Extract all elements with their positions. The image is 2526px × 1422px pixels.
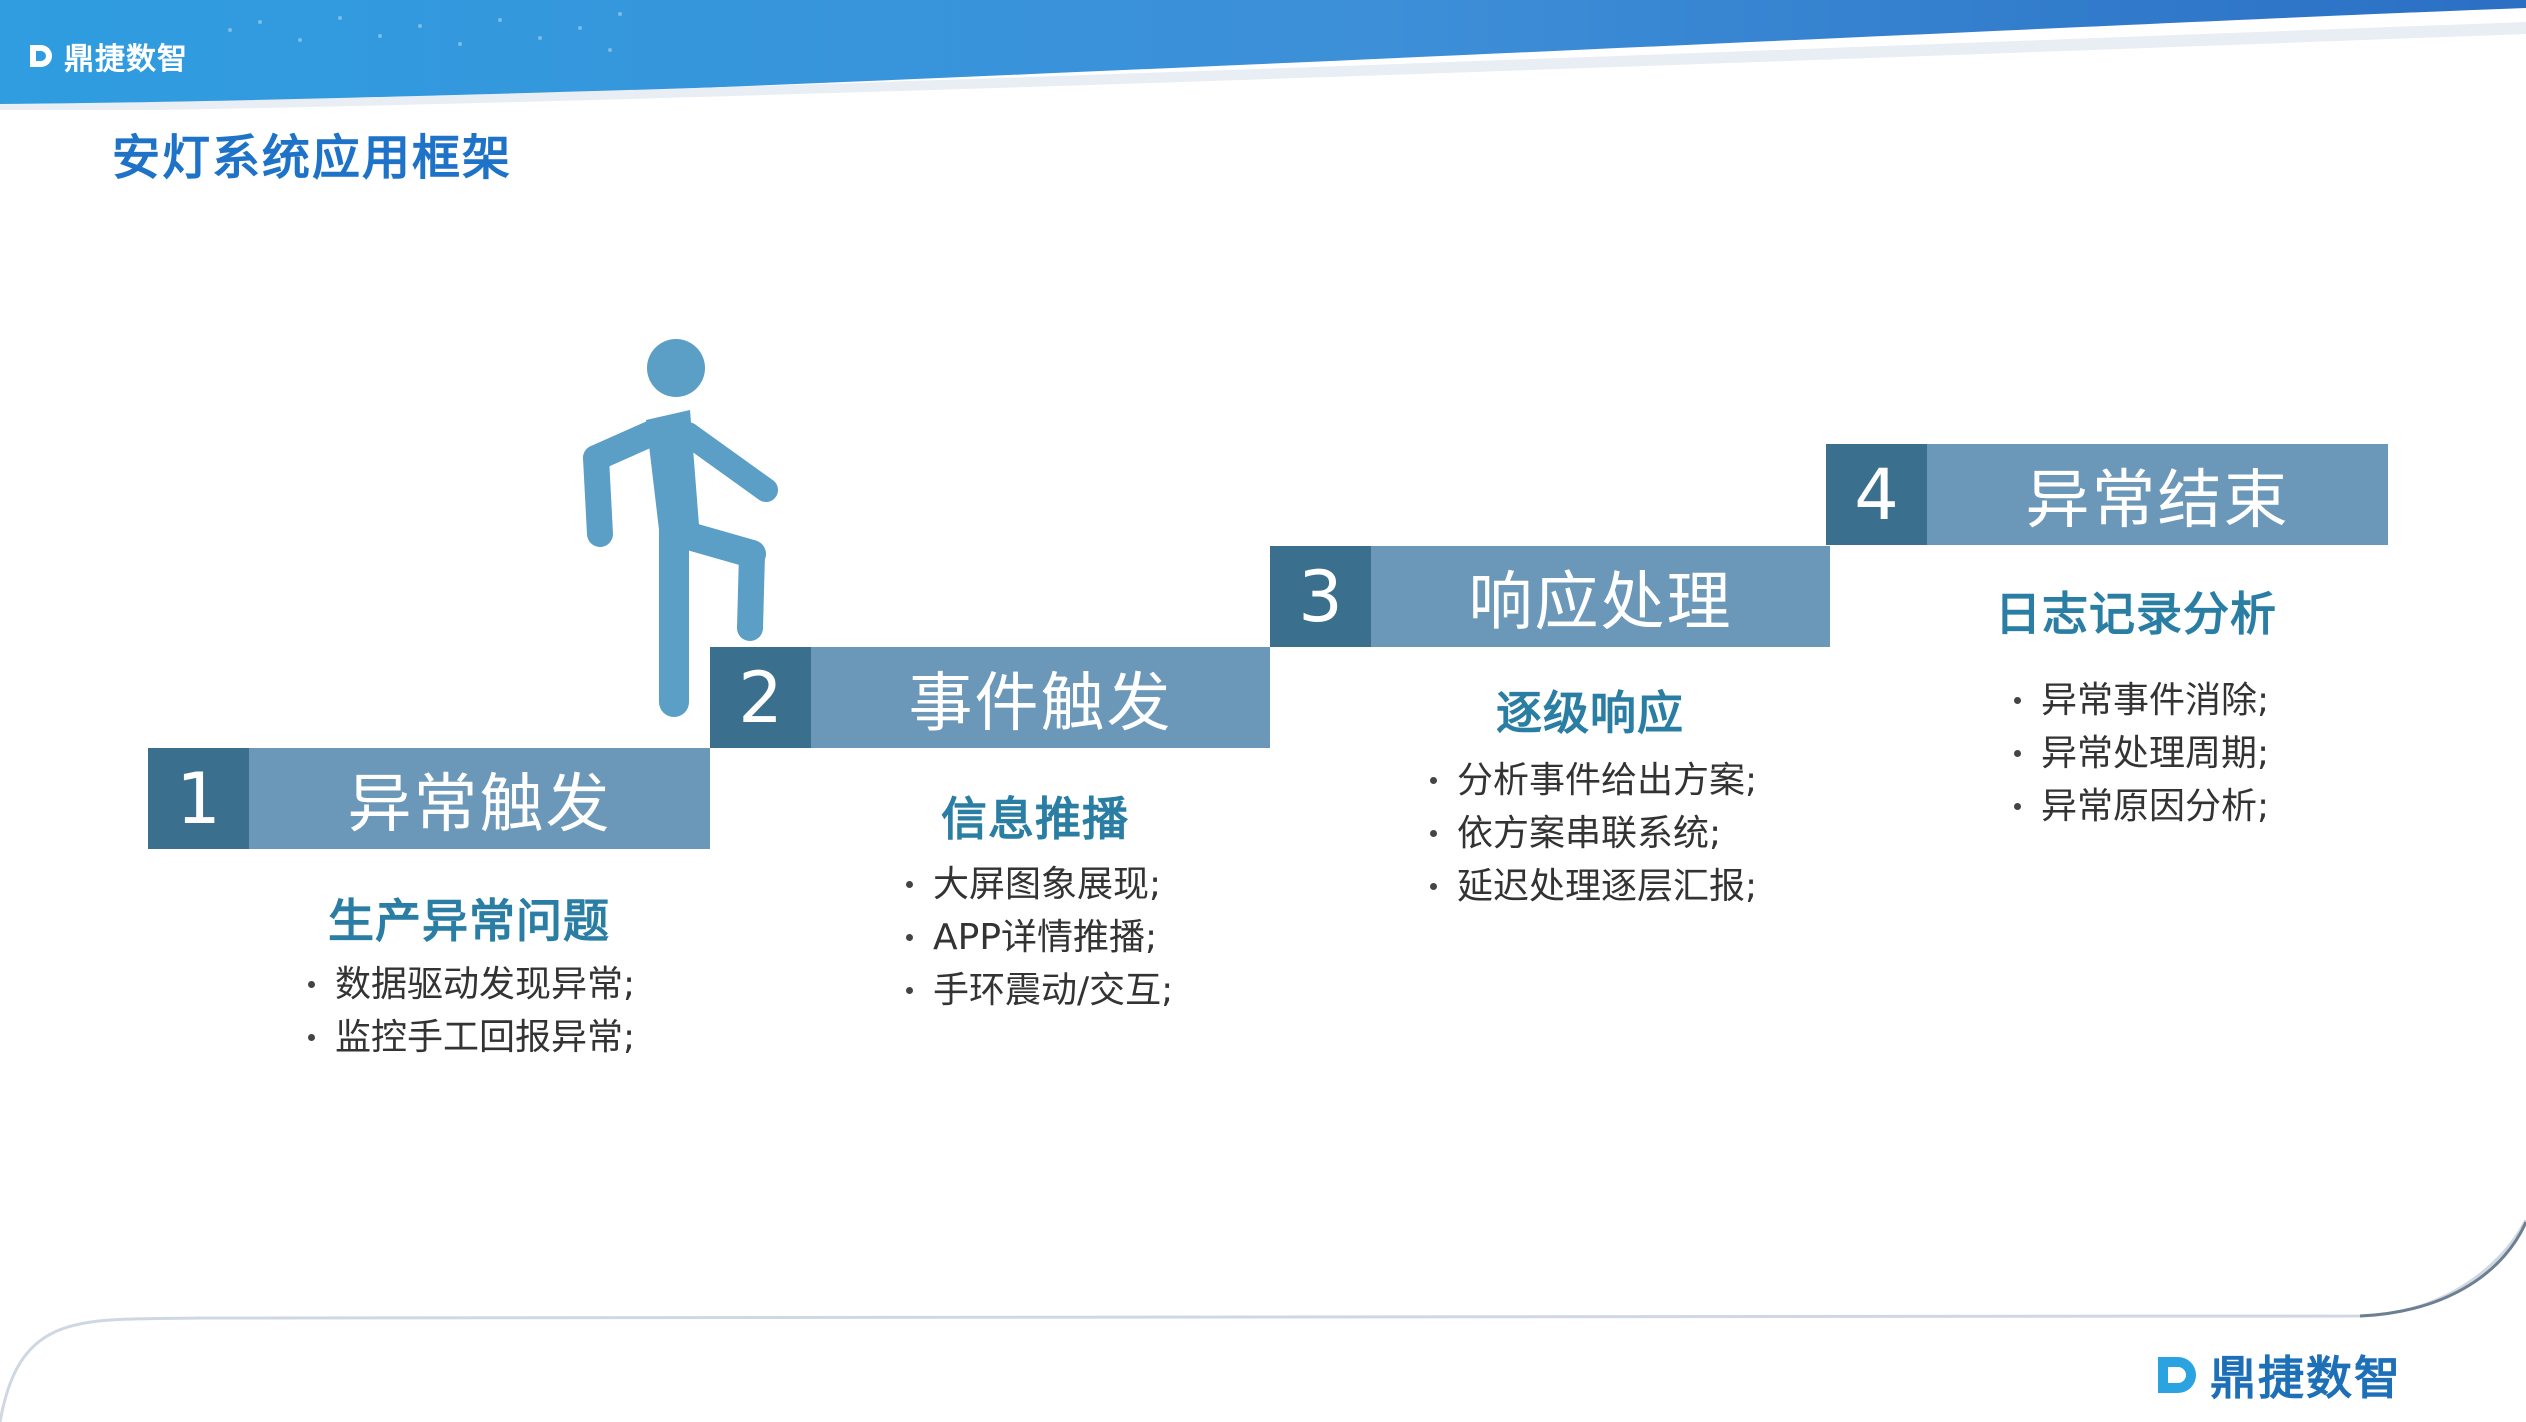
list-item: APP详情推播; (900, 911, 1173, 964)
list-item: 分析事件给出方案; (1424, 754, 1757, 807)
list-item: 手环震动/交互; (900, 964, 1173, 1017)
step-4-subtitle: 日志记录分析 (1995, 587, 2277, 641)
step-1-items: 数据驱动发现异常; 监控手工回报异常; (302, 958, 635, 1064)
list-item: 大屏图象展现; (900, 858, 1173, 911)
list-item: 延迟处理逐层汇报; (1424, 860, 1757, 913)
brand-d-icon (2158, 1357, 2196, 1393)
page-title: 安灯系统应用框架 (112, 130, 513, 186)
step-1-number: 1 (148, 748, 249, 849)
step-2-number: 2 (710, 647, 811, 748)
walking-person-icon (583, 339, 778, 717)
step-4-header: 4 异常结束 (1826, 444, 2388, 545)
step-3-label: 响应处理 (1371, 546, 1830, 647)
step-3-header: 3 响应处理 (1270, 546, 1830, 647)
step-1-label: 异常触发 (249, 748, 710, 849)
brand-logo-bottom: 鼎捷数智 (2154, 1342, 2402, 1408)
list-item: 异常原因分析; (2008, 780, 2269, 833)
brand-name: 鼎捷数智 (2210, 1351, 2402, 1405)
list-item: 依方案串联系统; (1424, 807, 1757, 860)
brand-d-icon (30, 45, 52, 67)
step-2-label: 事件触发 (811, 647, 1270, 748)
bottom-curve-decoration (0, 1219, 2526, 1422)
step-3-number: 3 (1270, 546, 1371, 647)
step-2-items: 大屏图象展现; APP详情推播; 手环震动/交互; (900, 858, 1173, 1017)
list-item: 异常处理周期; (2008, 727, 2269, 780)
brand-logo-top: 鼎捷数智 (26, 34, 188, 78)
step-1-subtitle: 生产异常问题 (328, 894, 610, 948)
top-banner (0, 0, 2526, 110)
list-item: 异常事件消除; (2008, 674, 2269, 727)
list-item: 监控手工回报异常; (302, 1011, 635, 1064)
step-4-items: 异常事件消除; 异常处理周期; 异常原因分析; (2008, 674, 2269, 833)
list-item: 数据驱动发现异常; (302, 958, 635, 1011)
step-1-header: 1 异常触发 (148, 748, 710, 849)
brand-name: 鼎捷数智 (64, 42, 188, 77)
step-2-subtitle: 信息推播 (941, 792, 1129, 846)
step-4-number: 4 (1826, 444, 1927, 545)
step-3-subtitle: 逐级响应 (1496, 686, 1684, 740)
step-2-header: 2 事件触发 (710, 647, 1270, 748)
step-3-items: 分析事件给出方案; 依方案串联系统; 延迟处理逐层汇报; (1424, 754, 1757, 913)
step-4-label: 异常结束 (1927, 444, 2388, 545)
